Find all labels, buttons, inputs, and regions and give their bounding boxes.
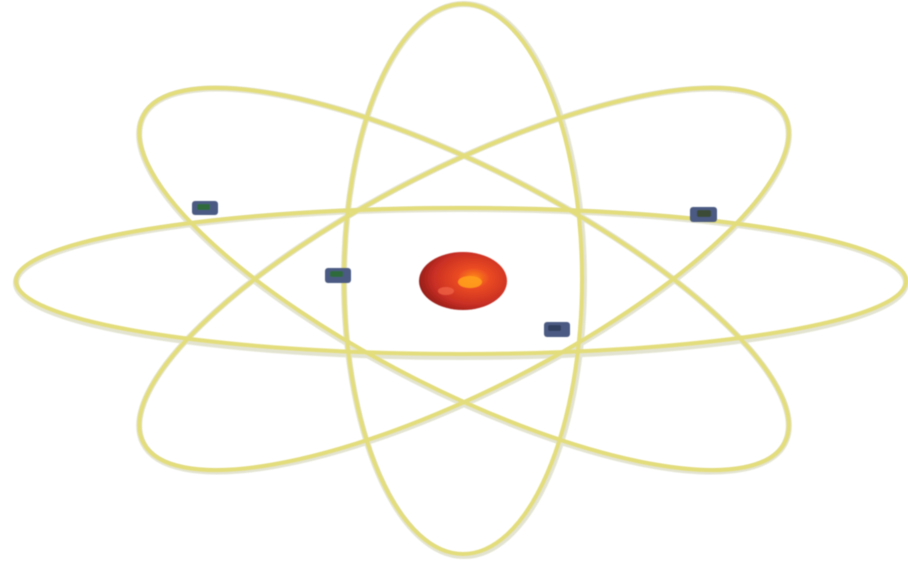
nucleus [419, 252, 507, 310]
electron-left-center [325, 268, 351, 283]
electron-right-upper [690, 207, 717, 222]
nucleus-highlight [458, 276, 482, 288]
electron-right-lower [544, 322, 570, 337]
electron-left-upper [192, 201, 218, 215]
nucleus-highlight-secondary [438, 287, 454, 295]
